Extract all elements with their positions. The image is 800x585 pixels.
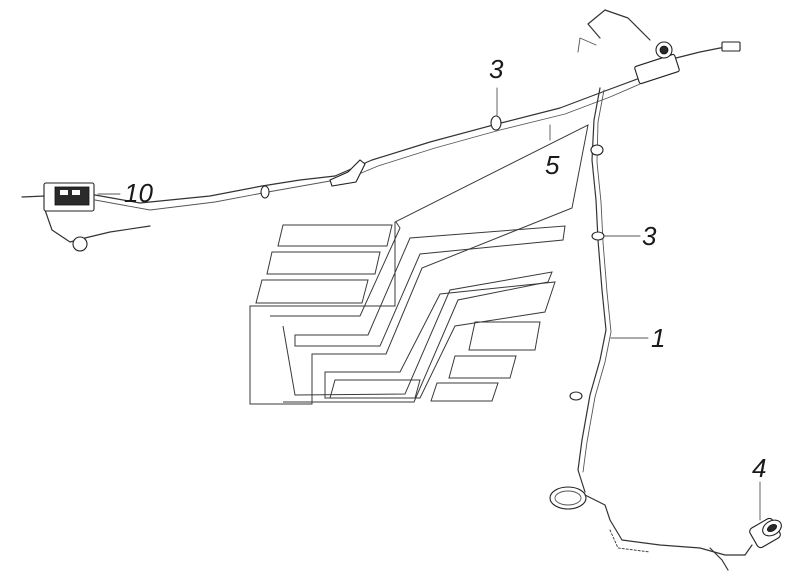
callout-10: 10 bbox=[124, 178, 153, 208]
callout-4: 4 bbox=[752, 453, 766, 483]
harness-1-cable bbox=[549, 87, 782, 571]
callout-5: 5 bbox=[545, 150, 560, 180]
harness-5-cable bbox=[21, 9, 741, 252]
ring-terminal bbox=[72, 236, 88, 252]
cab-emblem-outline bbox=[249, 124, 589, 405]
leader-lines bbox=[97, 87, 761, 521]
clip-3-upper bbox=[490, 115, 502, 131]
callout-1: 1 bbox=[651, 323, 665, 353]
callout-3-upper: 3 bbox=[489, 54, 504, 84]
clip-3-lower bbox=[591, 231, 605, 241]
callout-3-lower: 3 bbox=[642, 221, 657, 251]
